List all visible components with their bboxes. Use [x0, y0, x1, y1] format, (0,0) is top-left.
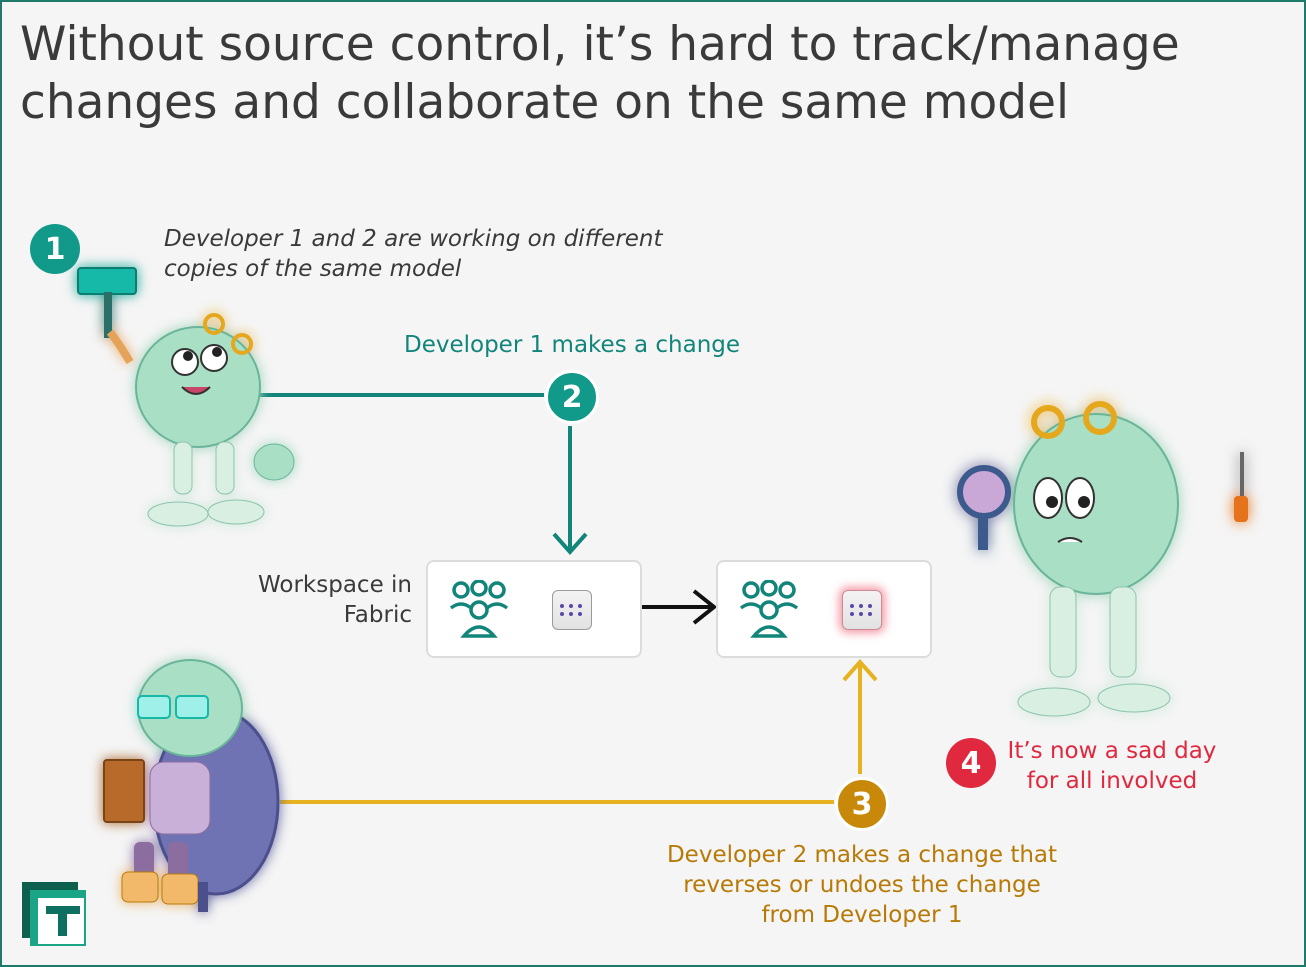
step1-badge: 1 — [30, 224, 80, 274]
workspace-icon — [449, 580, 509, 638]
workspace-card-after — [716, 560, 932, 658]
step3-caption: Developer 2 makes a change that reverses… — [666, 842, 1058, 928]
step4-caption: It’s now a sad day for all involved — [1007, 738, 1217, 794]
workspace-arrowhead — [692, 589, 718, 625]
slide-title: Without source control, it’s hard to tra… — [20, 17, 1180, 130]
step2-badge: 2 — [545, 370, 599, 424]
workspace-label: Workspace in Fabric — [258, 572, 412, 628]
step1-caption: Developer 1 and 2 are working on differe… — [164, 226, 663, 282]
brand-logo — [22, 882, 86, 946]
step2-arrowhead — [552, 532, 588, 556]
workspace-card-before — [426, 560, 642, 658]
semantic-model-icon — [552, 590, 592, 630]
step3-arrowhead — [842, 658, 878, 682]
step2-caption: Developer 1 makes a change — [404, 332, 741, 358]
conflicted-model-icon — [842, 590, 882, 630]
step3-badge: 3 — [835, 777, 889, 831]
workspace-icon — [739, 580, 799, 638]
step4-badge: 4 — [946, 738, 996, 788]
